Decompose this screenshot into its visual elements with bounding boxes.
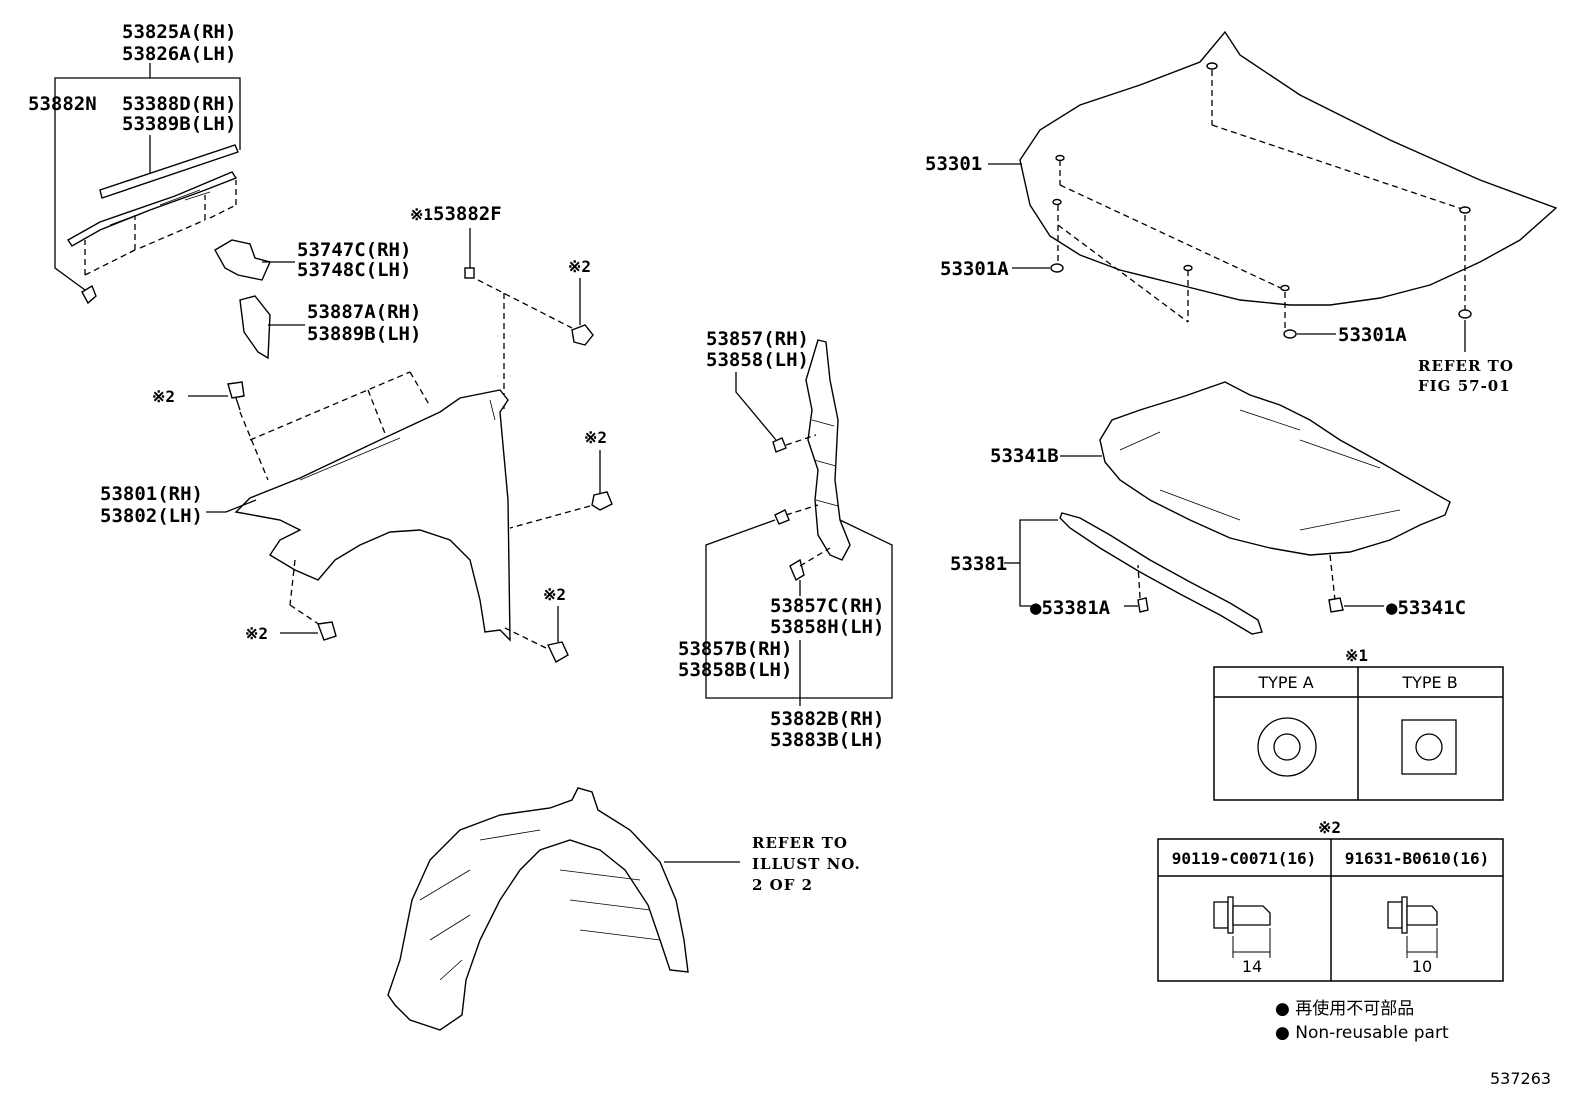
- hood-panel: [1019, 30, 1558, 306]
- clip-53882n: [81, 284, 97, 305]
- label-53826a: 53826A(LH): [122, 43, 236, 65]
- clip-53857: [772, 437, 787, 453]
- fender-brackets-group: 53747C(RH) 53748C(LH) 53887A(RH) 53889B(…: [214, 239, 421, 360]
- note2-mark-e: ※2: [543, 585, 566, 604]
- clip-53857c: [789, 558, 805, 582]
- label-53389b: 53389B(LH): [122, 113, 236, 135]
- table2-dim-2: 10: [1412, 957, 1432, 976]
- type-b-hole-icon: [1415, 733, 1443, 761]
- label-53388d: 53388D(RH): [122, 93, 236, 115]
- legend: ● 再使用不可部品 ● Non-reusable part: [1275, 998, 1449, 1043]
- fender-seal-part: [805, 339, 851, 561]
- label-53887a: 53887A(RH): [307, 301, 421, 323]
- table-note2: ※2 90119-C0071(16) 91631-B0610(16) 14 10: [1157, 818, 1504, 982]
- label-53341c: ●53341C: [1386, 597, 1466, 619]
- label-53301a-right: 53301A: [1338, 324, 1407, 346]
- cowl-seal-part: [66, 171, 238, 247]
- bolt-d: [317, 621, 337, 641]
- legend-jp: ● 再使用不可部品: [1275, 998, 1414, 1019]
- nut-53882f: [464, 267, 475, 279]
- bolt-c: [591, 491, 613, 511]
- ref-illust-line2: ILLUST NO.: [752, 855, 861, 873]
- hood-group: 53301 53301A 53301A REFER TO FIG 57-01: [925, 30, 1558, 395]
- label-53747c: 53747C(RH): [297, 239, 411, 261]
- fender-panel: [234, 389, 511, 642]
- note2-mark-b: ※2: [152, 387, 175, 406]
- leader-53882n: [54, 120, 86, 291]
- label-53381a: ●53381A: [1030, 597, 1111, 619]
- label-53857b: 53857B(RH): [678, 638, 792, 660]
- label-53858: 53858(LH): [706, 349, 809, 371]
- table1-col-a: TYPE A: [1257, 673, 1313, 692]
- clip-53857b: [774, 509, 790, 525]
- hood-seal: [1059, 512, 1263, 635]
- bolt-a: [571, 324, 594, 346]
- label-53857c: 53857C(RH): [770, 595, 884, 617]
- table2-col-1: 90119-C0071(16): [1172, 849, 1317, 868]
- type-a-inner-icon: [1273, 733, 1301, 761]
- flange-bolt-1-icon: [1213, 896, 1271, 958]
- legend-en: ● Non-reusable part: [1275, 1023, 1449, 1043]
- label-53748c: 53748C(LH): [297, 259, 411, 281]
- hood-seal-group: 53381 ●53381A: [950, 512, 1263, 635]
- ref-illust-line3: 2 OF 2: [752, 876, 813, 894]
- label-53882n: 53882N: [28, 93, 97, 115]
- fender-liner-group: REFER TO ILLUST NO. 2 OF 2: [387, 787, 861, 1031]
- table2-dim-1: 14: [1242, 957, 1262, 976]
- hood-insulator-group: 53341B ●53341C: [990, 381, 1466, 619]
- label-53801: 53801(RH): [100, 483, 203, 505]
- hood-insulator: [1099, 381, 1451, 556]
- figure-id: 537263: [1490, 1069, 1551, 1088]
- seal-53887a: [239, 295, 271, 360]
- label-53882f: 53882F: [433, 203, 502, 225]
- table1-col-b: TYPE B: [1401, 673, 1457, 692]
- label-53889b: 53889B(LH): [307, 323, 421, 345]
- bolt-b: [227, 381, 245, 399]
- bolt-e: [546, 641, 569, 663]
- label-53825a: 53825A(RH): [122, 21, 236, 43]
- grommet-53301a-right: [1283, 329, 1297, 339]
- note2-mark-d: ※2: [245, 624, 268, 643]
- ref-illust-line1: REFER TO: [752, 834, 848, 852]
- table1-mark: ※1: [1345, 646, 1368, 665]
- ref-fig-line1: REFER TO: [1418, 357, 1514, 375]
- note2-mark-a: ※2: [568, 257, 591, 276]
- label-53802: 53802(LH): [100, 505, 203, 527]
- label-53381: 53381: [950, 553, 1007, 575]
- weatherstrip-part: [99, 144, 239, 199]
- label-53883b: 53883B(LH): [770, 729, 884, 751]
- grommet-fig57: [1458, 309, 1472, 319]
- cowl-seal-group: 53825A(RH) 53826A(LH) 53882N 53388D(RH) …: [28, 21, 241, 305]
- label-53341b: 53341B: [990, 445, 1059, 467]
- table2-col-2: 91631-B0610(16): [1345, 849, 1490, 868]
- label-53301: 53301: [925, 153, 982, 175]
- front-fender-group: ※1 53882F ※2 ※2 53801(RH) 53802(LH) ※2 ※…: [100, 203, 613, 663]
- table-note1: ※1 TYPE A TYPE B: [1213, 646, 1504, 801]
- label-53301a-left: 53301A: [940, 258, 1009, 280]
- label-53858b: 53858B(LH): [678, 659, 792, 681]
- flange-bolt-2-icon: [1387, 896, 1438, 958]
- label-53858h: 53858H(LH): [770, 616, 884, 638]
- ref-fig-line2: FIG 57-01: [1418, 377, 1511, 395]
- clip-53381a: [1137, 597, 1149, 613]
- label-53857: 53857(RH): [706, 328, 809, 350]
- fender-liner: [387, 787, 689, 1031]
- bracket-53747c: [214, 239, 271, 281]
- clip-53341c: [1328, 597, 1344, 613]
- leader-53825a: [54, 77, 241, 150]
- label-53882b: 53882B(RH): [770, 708, 884, 730]
- fender-seal-group: 53857(RH) 53858(LH) 53857C(RH) 53858H(LH…: [678, 328, 893, 751]
- table2-mark: ※2: [1318, 818, 1341, 837]
- note2-mark-c: ※2: [584, 428, 607, 447]
- note1-mark-53882f: ※1: [410, 205, 433, 224]
- grommet-53301a-left: [1050, 263, 1064, 273]
